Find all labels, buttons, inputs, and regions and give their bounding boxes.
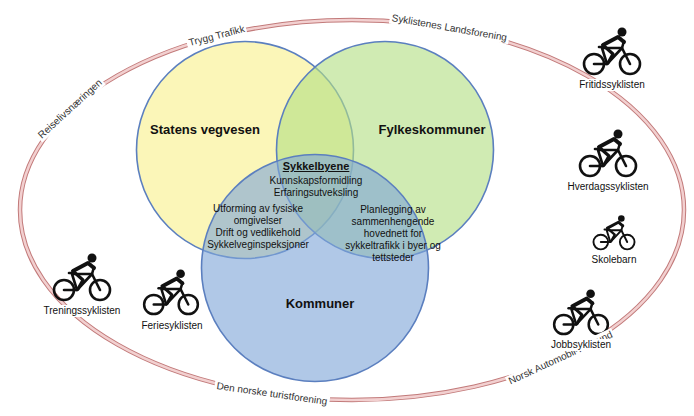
- cyclist-label: Fritidssyklisten: [577, 79, 647, 91]
- cyclist-figure: [54, 254, 110, 301]
- outer-ring-inner: [20, 20, 684, 400]
- overlap-text: Kunnskapsformidling: [261, 175, 371, 187]
- cyclist-label: Feriesyklisten: [139, 320, 204, 332]
- circle-title: Statens vegvesen: [140, 122, 270, 137]
- cyclist-label: Treningssyklisten: [42, 305, 123, 317]
- overlap-text: Planlegging av sammenhengende hovednett …: [337, 204, 449, 264]
- overlap-text: Utforming av fysiske omgivelser: [207, 203, 309, 227]
- overlap-text: Sykkelveginspeksjoner: [202, 239, 314, 251]
- cyclist-figure: [584, 28, 640, 75]
- cyclist-label: Skolebarn: [589, 254, 638, 266]
- cyclist-figure: [554, 289, 608, 334]
- ring-label: Syklistenes Landsforening: [389, 12, 510, 45]
- circle-title: Kommuner: [255, 296, 385, 311]
- ring-label: Norsk Automobil-Forbund: [505, 328, 617, 388]
- cyclist-label: Hverdagssyklisten: [565, 181, 650, 193]
- circle-title: Fylkeskommuner: [367, 122, 497, 137]
- overlap-text: Erfaringsutveksling: [261, 187, 371, 199]
- group-heading: Sykkelbyene: [261, 160, 371, 172]
- outer-ring: [20, 20, 684, 400]
- cyclist-label: Jobbsyklisten: [549, 339, 613, 351]
- cyclist-figure: [593, 215, 634, 249]
- cyclist-figure: [144, 269, 198, 314]
- ring-label: Reiselivsnæringen: [35, 76, 107, 143]
- ring-label: Den norske turistforening: [214, 380, 330, 408]
- cyclist-figure: [580, 130, 636, 177]
- overlap-text: Drift og vedlikehold: [203, 227, 313, 239]
